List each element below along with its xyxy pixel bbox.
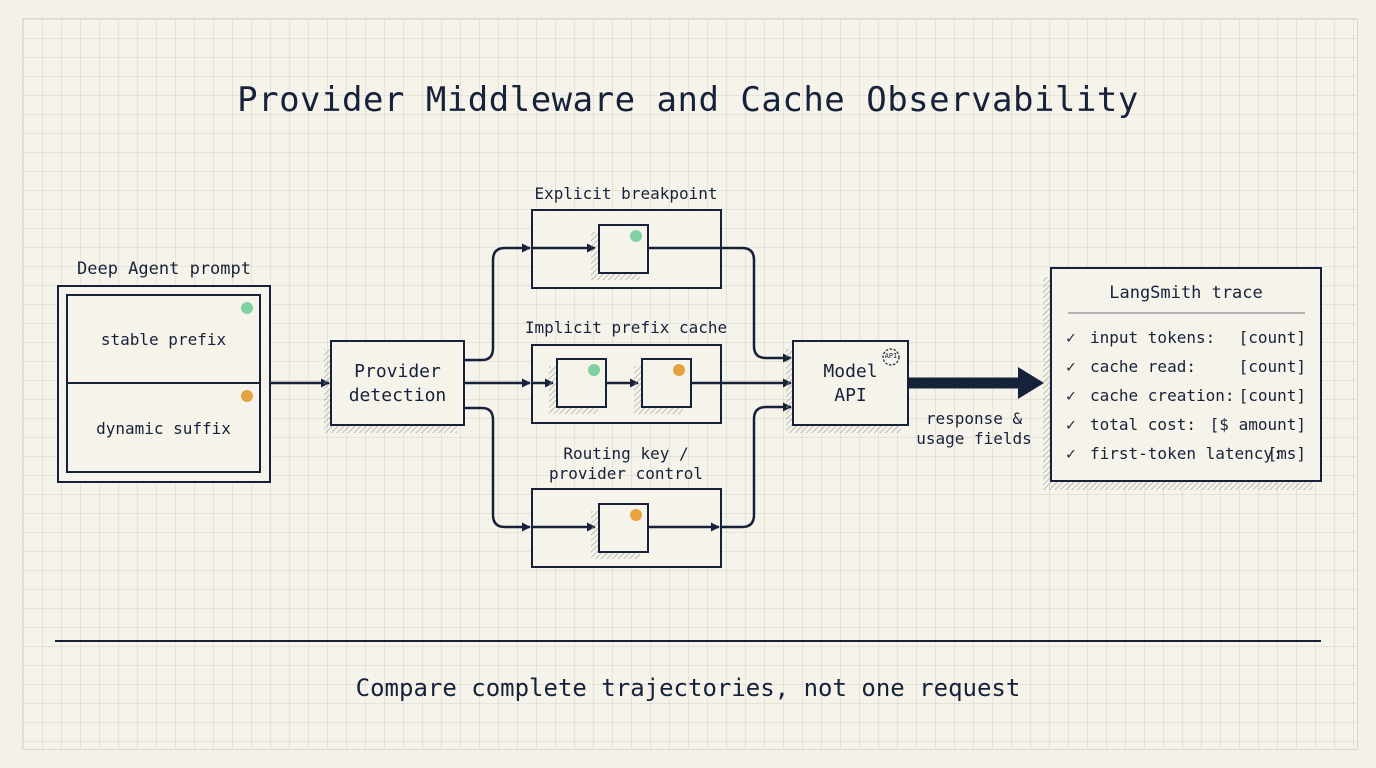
trace-row-value: [count] xyxy=(1238,386,1306,405)
trace-row-value: [$ amount] xyxy=(1209,415,1306,434)
implicit-block-2 xyxy=(641,358,692,408)
trace-row-key: first-token latency: xyxy=(1090,444,1283,463)
trace-row: ✓ input tokens: [count] xyxy=(1066,327,1306,349)
check-icon: ✓ xyxy=(1066,357,1076,376)
thick-arrow-head xyxy=(1018,367,1044,399)
routing-key-label-line2: provider control xyxy=(548,464,704,483)
implicit-block-1 xyxy=(556,358,607,408)
routing-key-box xyxy=(531,488,722,568)
langsmith-trace-panel xyxy=(1043,267,1322,490)
provider-detection-line2: detection xyxy=(348,385,447,406)
provider-detection-box xyxy=(324,340,465,433)
trace-row: ✓ cache creation: [count] xyxy=(1066,385,1306,407)
trace-row-value: [ms] xyxy=(1267,444,1306,463)
implicit-prefix-label: Implicit prefix cache xyxy=(524,318,728,337)
response-label-line1: response & xyxy=(925,409,1023,428)
check-icon: ✓ xyxy=(1066,328,1076,347)
prompt-heading: Deep Agent prompt xyxy=(77,259,251,279)
dynamic-suffix-dot xyxy=(241,390,253,402)
trace-row-value: [count] xyxy=(1238,357,1306,376)
arrow-to-explicit xyxy=(464,243,531,362)
check-icon: ✓ xyxy=(1066,386,1076,405)
trace-row: ✓ total cost: [$ amount] xyxy=(1066,414,1306,436)
api-badge-icon xyxy=(882,348,900,366)
explicit-block xyxy=(598,224,649,274)
trace-row-key: total cost: xyxy=(1090,415,1196,434)
check-icon: ✓ xyxy=(1066,444,1076,463)
routing-key-label-line1: Routing key / xyxy=(563,444,689,463)
implicit-prefix-box xyxy=(531,344,722,424)
trace-row-key: cache creation: xyxy=(1090,386,1235,405)
check-icon: ✓ xyxy=(1066,415,1076,434)
implicit-orange-dot xyxy=(673,364,685,376)
trace-heading: LangSmith trace xyxy=(1109,283,1263,303)
dynamic-suffix-label: dynamic suffix xyxy=(96,419,231,438)
model-api-line2: API xyxy=(834,385,867,406)
arrow-routing-to-model xyxy=(721,402,792,529)
model-api-line1: Model xyxy=(823,361,878,382)
arrow-to-routing xyxy=(464,406,531,532)
provider-detection-line1: Provider xyxy=(354,361,441,382)
explicit-breakpoint-box xyxy=(531,209,722,289)
trace-row-key: input tokens: xyxy=(1090,328,1216,347)
arrow-explicit-to-model xyxy=(721,246,792,363)
routing-block xyxy=(598,503,649,553)
trace-row-key: cache read: xyxy=(1090,357,1196,376)
trace-row: ✓ first-token latency: [ms] xyxy=(1066,443,1306,465)
implicit-green-dot xyxy=(588,364,600,376)
prompt-box xyxy=(57,285,271,483)
response-label-line2: usage fields xyxy=(916,429,1032,448)
stable-prefix-dot xyxy=(241,302,253,314)
api-badge-label: API xyxy=(884,352,898,360)
stable-prefix-label: stable prefix xyxy=(100,330,227,349)
explicit-green-dot xyxy=(630,230,642,242)
routing-orange-dot xyxy=(630,509,642,521)
model-api-box xyxy=(786,340,909,433)
explicit-breakpoint-label: Explicit breakpoint xyxy=(534,184,718,203)
footer-caption: Compare complete trajectories, not one r… xyxy=(355,674,1021,702)
trace-row: ✓ cache read: [count] xyxy=(1066,356,1306,378)
trace-row-value: [count] xyxy=(1238,328,1306,347)
page-title: Provider Middleware and Cache Observabil… xyxy=(237,80,1139,120)
